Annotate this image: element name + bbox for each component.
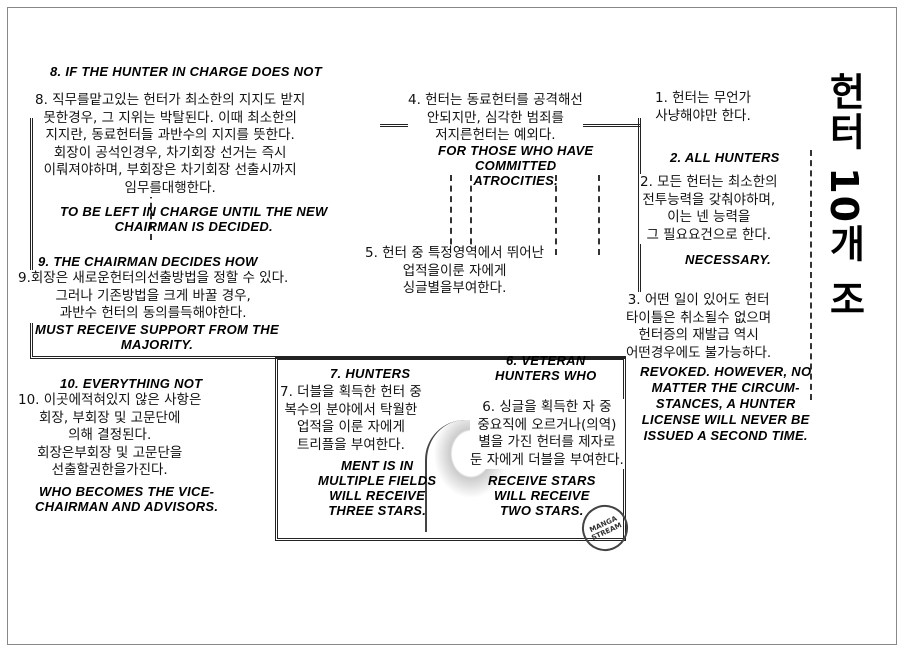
rule2-en-head: 2. ALL HUNTERS bbox=[670, 150, 780, 165]
pillar bbox=[598, 175, 600, 255]
pillar bbox=[450, 175, 452, 255]
rule8-en-head: 8. IF THE HUNTER IN CHARGE DOES NOT bbox=[50, 64, 322, 79]
rule10-en-head: 10. EVERYTHING NOT bbox=[60, 376, 203, 391]
rule7-en-head: 7. HUNTERS bbox=[330, 366, 411, 381]
rule9-ko: 9.회장은 새로운헌터의선출방법을 정할 수 있다.그러나 기존방법을 크게 바… bbox=[18, 270, 289, 323]
pillar bbox=[810, 150, 812, 400]
pillar bbox=[470, 175, 472, 255]
lower-panel-frame bbox=[275, 357, 626, 541]
page-border bbox=[7, 7, 897, 645]
rule10-en-tail: WHO BECOMES THE VICE-CHAIRMAN AND ADVISO… bbox=[35, 484, 219, 514]
rule9-en-head: 9. THE CHAIRMAN DECIDES HOW bbox=[38, 254, 258, 269]
rules-title: 헌터 10개 조 bbox=[822, 72, 866, 320]
pillar bbox=[555, 175, 557, 255]
rule2-en-tail: NECESSARY. bbox=[685, 252, 772, 267]
